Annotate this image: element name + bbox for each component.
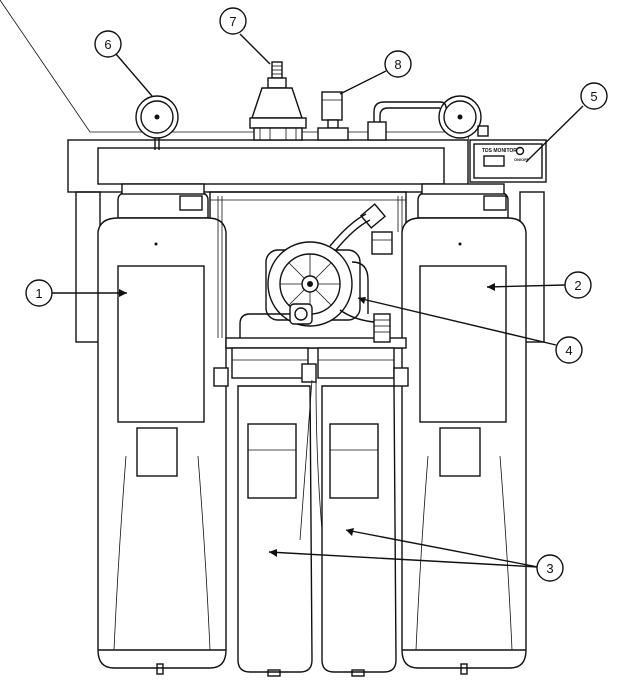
booster-pump [239,203,393,343]
filter-cartridge-left [237,385,313,677]
callout-label-4: 4 [565,343,572,358]
callout-6: 6 [94,30,122,58]
callout-label-8: 8 [394,57,401,72]
callout-2: 2 [564,271,592,299]
pressure-gauge-right [438,95,489,139]
filter-head-manifold [213,337,409,387]
callout-label-5: 5 [590,89,597,104]
leader-6 [115,53,153,97]
tube-fitting-top [367,121,387,141]
storage-tank-right [401,183,527,675]
leader-2 [486,284,566,288]
leader-5 [525,105,584,163]
leader-3a [268,551,539,568]
tds-button-label: ON/OFF [514,157,530,162]
arrowheads [119,283,495,557]
leader-3b [345,529,539,568]
leader-8 [339,70,387,95]
callout-5: 5 [580,82,608,110]
callout-label-7: 7 [229,14,236,29]
leader-7 [239,33,271,65]
pressure-regulator [249,61,307,141]
tds-monitor: TDS MONITOR ON/OFF [469,139,547,183]
pressure-gauge-left [135,95,179,150]
callout-3: 3 [536,554,564,582]
solenoid-valve [317,91,349,141]
leader-lines [52,33,584,568]
tds-monitor-title: TDS MONITOR [482,148,517,154]
callout-7: 7 [219,7,247,35]
callout-label-3: 3 [546,561,553,576]
callout-4: 4 [555,336,583,364]
callout-label-1: 1 [35,286,42,301]
callout-1: 1 [25,279,53,307]
tds-display [483,155,505,167]
leader-4 [357,297,557,346]
storage-tank-left [97,183,227,675]
callout-label-6: 6 [104,37,111,52]
tds-power-button [515,146,525,156]
callout-8: 8 [384,50,412,78]
filter-cartridge-right [321,385,397,677]
callout-label-2: 2 [574,278,581,293]
